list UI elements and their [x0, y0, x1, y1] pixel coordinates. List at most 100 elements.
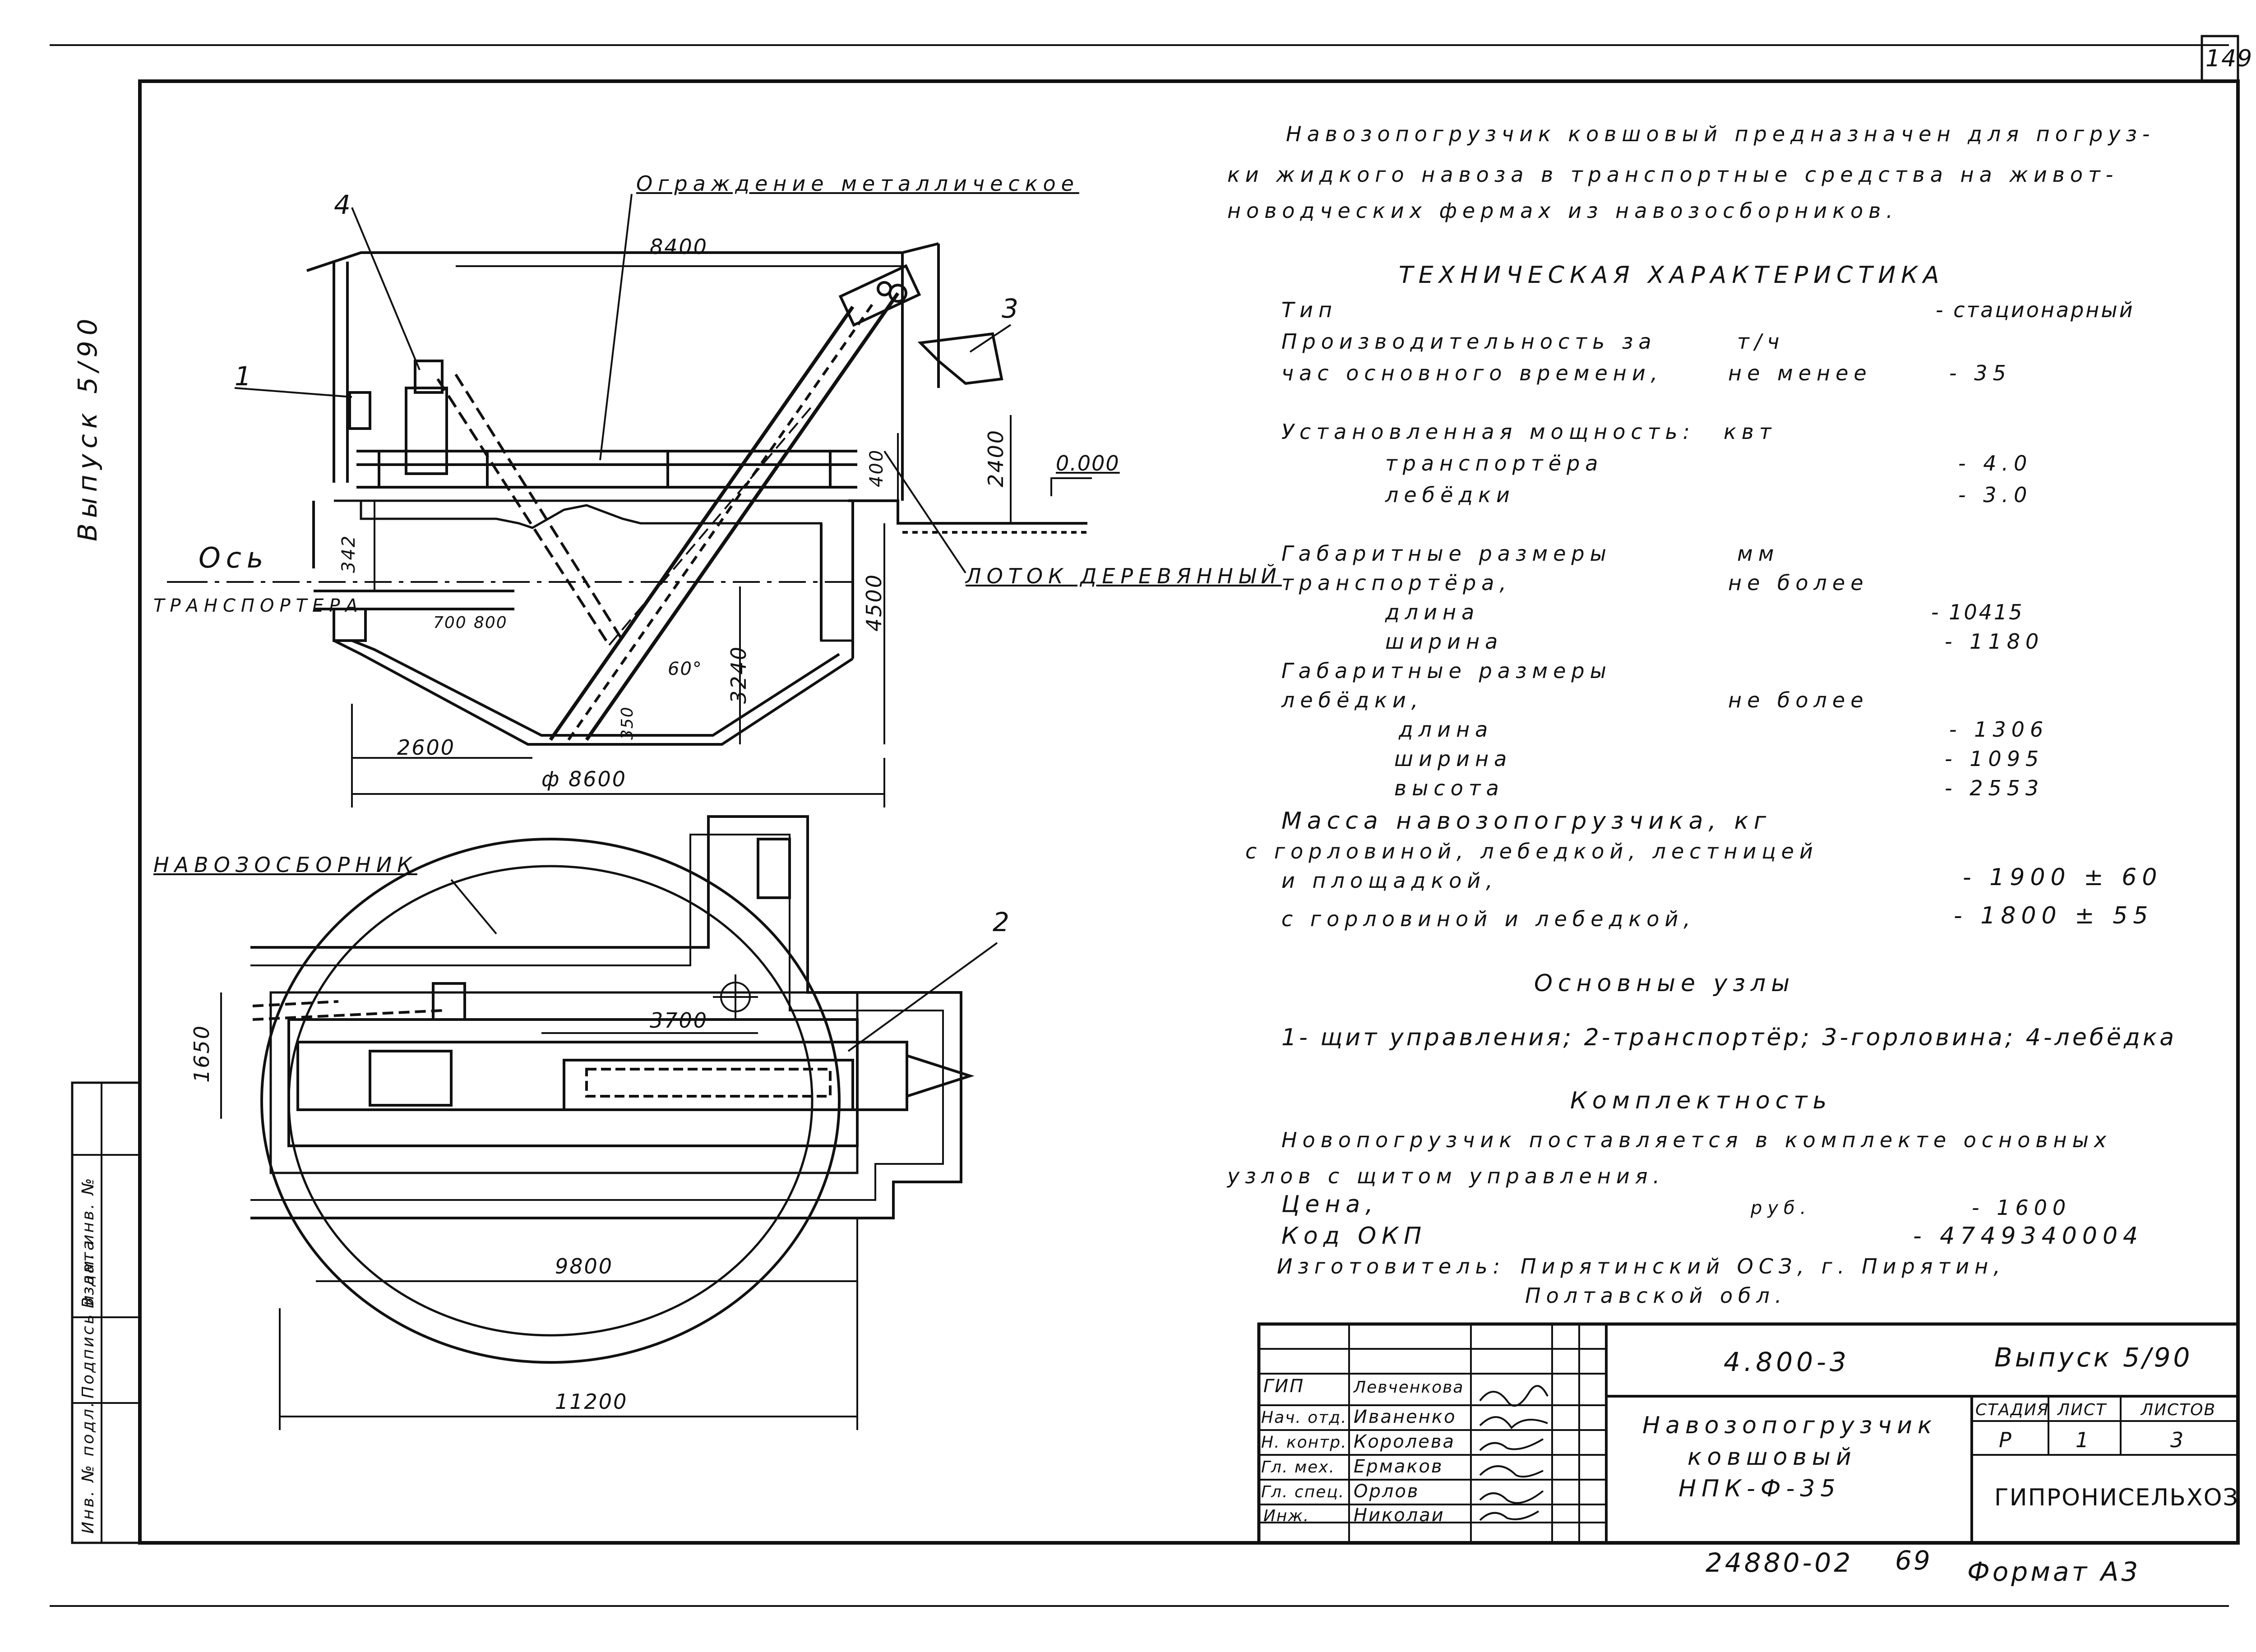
stamp-replaced-inv: Взам. инв. № — [79, 1176, 97, 1308]
spec-value: - 1306 — [1949, 717, 2049, 742]
dim-342: 342 — [338, 534, 359, 573]
spec-unit: мм — [1737, 541, 1780, 566]
spec-value: - 10415 — [1931, 600, 2024, 624]
dim-4500: 4500 — [862, 573, 886, 632]
spec-unit: не менее — [1728, 361, 1872, 385]
okp-label: Код ОКП — [1281, 1223, 1427, 1250]
spec-value: - 3.0 — [1958, 483, 2033, 507]
dim-2400: 2400 — [984, 429, 1008, 487]
axis-label: Ось — [199, 541, 269, 574]
intro-line-1: Навозопогрузчик ковшовый предназначен дл… — [1286, 122, 2155, 146]
stage-value: Р — [1999, 1428, 2017, 1452]
spec-label: длина — [1385, 600, 1480, 624]
dim-2600: 2600 — [397, 735, 456, 760]
maker-value-2: Полтавской обл. — [1525, 1283, 1787, 1308]
title-name-2: ковшовый — [1687, 1444, 1857, 1471]
spec-value: - 1095 — [1945, 747, 2044, 771]
sheets-header: Листов — [2141, 1401, 2216, 1419]
spec-label: с горловиной и лебедкой, — [1281, 907, 1696, 931]
side-issue-label: Выпуск 5/90 — [72, 313, 103, 541]
spec-label: ширина — [1394, 747, 1512, 771]
callout-4: 4 — [334, 189, 356, 220]
spec-value: - 1900 ± 60 — [1963, 864, 2163, 891]
kit-line-2: узлов с щитом управления. — [1227, 1164, 1665, 1188]
name-cell: Орлов — [1354, 1481, 1419, 1502]
callout-1: 1 — [235, 361, 257, 392]
spec-label: Установленная мощность: — [1281, 420, 1696, 444]
intro-line-2: ки жидкого навоза в транспортные средств… — [1227, 162, 2119, 187]
spec-unit: не более — [1728, 688, 1869, 712]
spec-unit: т/ч — [1737, 329, 1785, 354]
name-cell: Ермаков — [1354, 1456, 1443, 1477]
role-cell: Гл. спец. — [1261, 1483, 1345, 1501]
spec-value: - 1800 ± 55 — [1954, 902, 2154, 929]
chute-label: Лоток деревянный — [966, 564, 1282, 588]
kit-title: Комплектность — [1570, 1087, 1832, 1114]
sheet-number: 149 — [2205, 45, 2253, 72]
stamp-inv-no: Инв. № подл. — [79, 1400, 97, 1534]
dim-3700: 3700 — [650, 1008, 708, 1033]
spec-label: час основного времени, — [1281, 361, 1663, 385]
name-cell: Левченкова — [1354, 1378, 1464, 1397]
dim-400: 400 — [866, 448, 887, 487]
sheets-value: 3 — [2170, 1428, 2189, 1452]
callout-2: 2 — [993, 907, 1015, 937]
dim-700: 700 — [433, 614, 467, 632]
dim-800: 800 — [474, 614, 508, 632]
archive-page: 69 — [1895, 1545, 1932, 1576]
name-cell: Николаи — [1354, 1505, 1445, 1526]
spec-label: лебёдки — [1385, 483, 1515, 507]
name-cell: Королева — [1354, 1431, 1455, 1452]
role-cell: ГИП — [1263, 1376, 1305, 1397]
intro-line-3: новодческих фермах из навозосборников. — [1227, 198, 1898, 223]
price-label: Цена, — [1281, 1191, 1378, 1218]
dim-3240: 3240 — [726, 645, 751, 704]
units-title: Основные узлы — [1534, 970, 1795, 997]
spec-value: - 2553 — [1945, 776, 2044, 800]
dim-9800: 9800 — [555, 1254, 614, 1278]
role-cell: Нач. отд. — [1261, 1408, 1347, 1427]
spec-label: с горловиной, лебедкой, лестницей — [1245, 839, 1818, 863]
price-unit: руб. — [1751, 1198, 1812, 1218]
archive-number: 24880-02 — [1706, 1547, 1854, 1578]
spec-label: длина — [1399, 717, 1493, 742]
spec-value: - стационарный — [1936, 298, 2135, 322]
spec-label: транспортёра, — [1281, 571, 1512, 595]
title-name-1: Навозопогрузчик — [1642, 1412, 1937, 1439]
issue-label: Выпуск 5/90 — [1994, 1342, 2193, 1373]
spec-label: Масса навозопогрузчика, кг — [1281, 808, 1772, 835]
dim-350: 350 — [618, 706, 637, 740]
sheet-header: Лист — [2057, 1401, 2107, 1419]
zero-mark: 0.000 — [1056, 451, 1120, 475]
okp-value: - 4749340004 — [1913, 1223, 2144, 1250]
tank-label: Навозосборник — [153, 853, 417, 877]
spec-unit: не более — [1728, 571, 1869, 595]
fence-label: Ограждение металлическое — [636, 171, 1079, 196]
dim-8400: 8400 — [650, 235, 708, 259]
spec-label: транспортёра — [1385, 451, 1604, 475]
dim-1650: 1650 — [190, 1024, 214, 1083]
dim-11200: 11200 — [555, 1389, 628, 1414]
dim-angle: 60° — [668, 659, 703, 679]
stage-header: Стадия — [1975, 1401, 2049, 1419]
spec-value: - 35 — [1949, 361, 2011, 385]
role-cell: Н. контр. — [1261, 1433, 1347, 1452]
spec-label: Габаритные размеры — [1281, 659, 1612, 683]
conveyor-axis-label: транспортера — [153, 595, 363, 616]
doc-code: 4.800-3 — [1724, 1347, 1850, 1377]
spec-label: ширина — [1385, 629, 1503, 654]
spec-value: - 1180 — [1945, 629, 2044, 654]
maker-label: Изготовитель: — [1277, 1254, 1506, 1278]
spec-unit: квт — [1724, 420, 1777, 444]
role-cell: Инж. — [1263, 1507, 1310, 1525]
title-name-3: НПК-Ф-35 — [1678, 1475, 1841, 1502]
spec-value: - 4.0 — [1958, 451, 2033, 475]
callout-3: 3 — [1002, 293, 1024, 324]
spec-label: и площадкой, — [1281, 868, 1498, 893]
tech-title: Техническая характеристика — [1399, 262, 1945, 289]
price-value: - 1600 — [1972, 1195, 2071, 1220]
org-name: ГИПРОНИСЕЛЬХОЗ — [1994, 1484, 2239, 1511]
spec-label: Тип — [1281, 298, 1338, 322]
spec-label: Габаритные размеры — [1281, 541, 1612, 566]
